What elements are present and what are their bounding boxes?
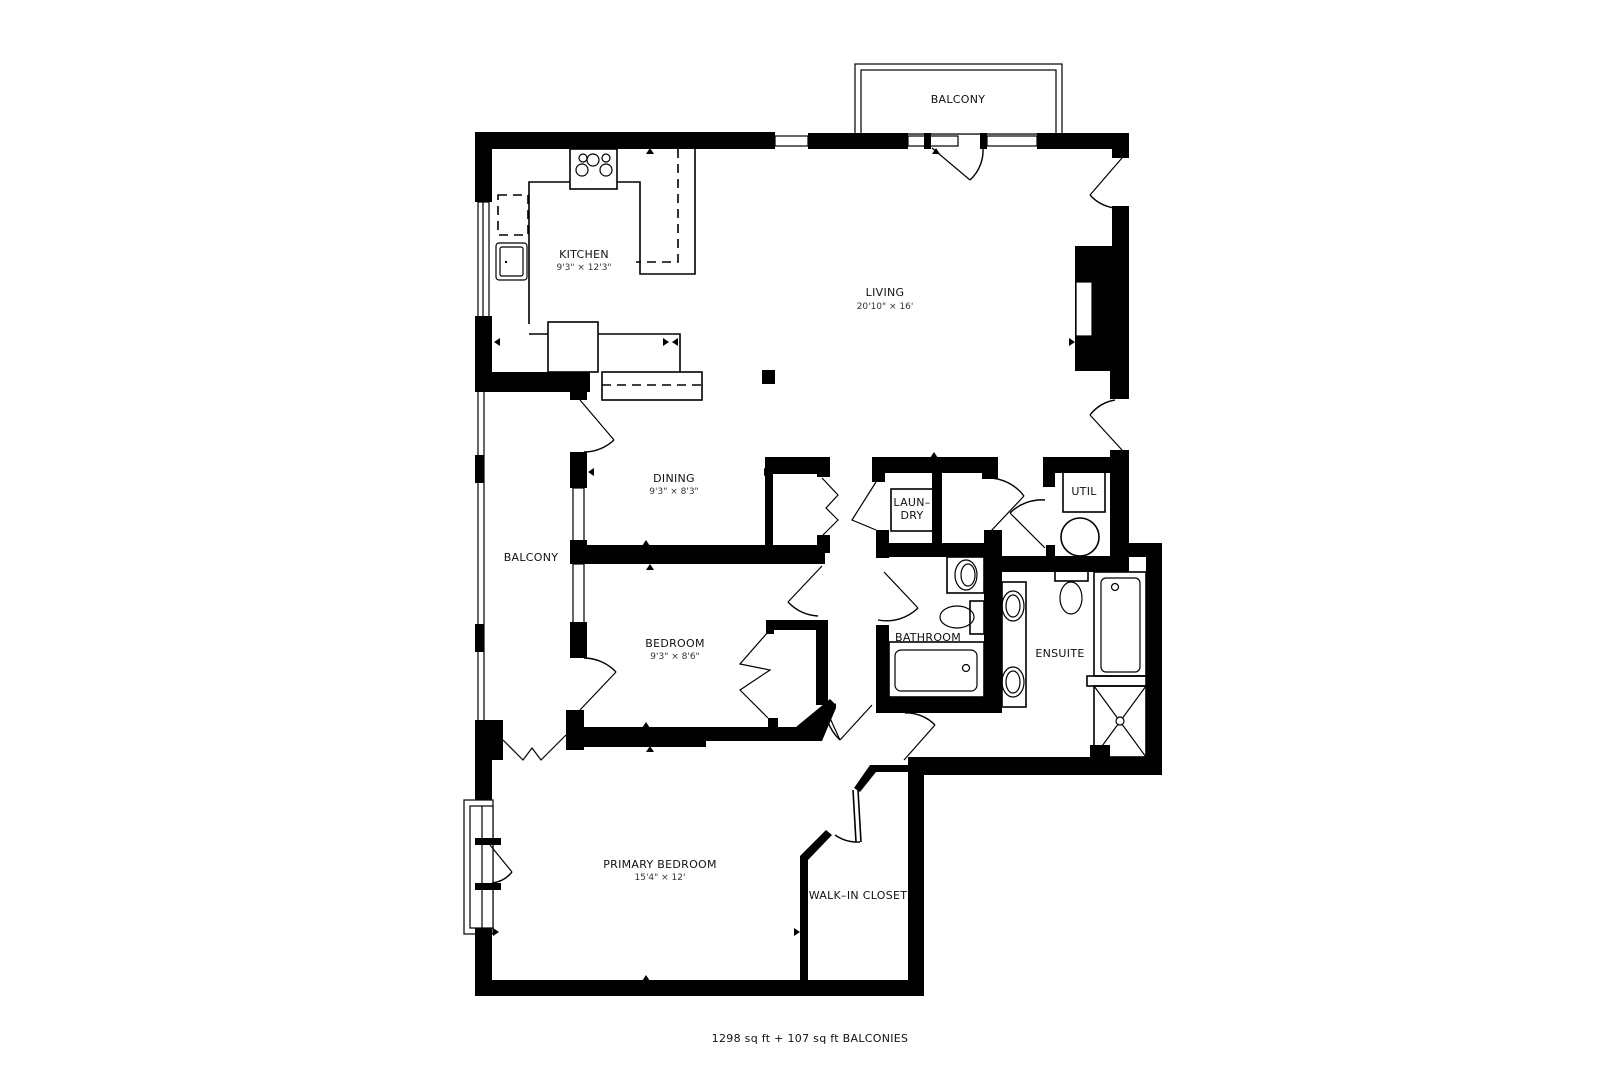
util-box-icon xyxy=(1062,471,1106,513)
sink-icon xyxy=(495,242,528,281)
label-primary-bedroom: PRIMARY BEDROOM xyxy=(603,858,717,871)
dims-living: 20'10" × 16' xyxy=(857,302,914,312)
label-util: UTIL xyxy=(1071,485,1097,498)
bathtub-icon xyxy=(1100,577,1141,673)
dimension-markers xyxy=(493,148,1075,981)
label-living: LIVING xyxy=(866,286,905,299)
label-balcony-side: BALCONY xyxy=(504,551,559,564)
dims-dining: 9'3" × 8'3" xyxy=(649,487,698,497)
laundry-machine-icon xyxy=(890,488,934,532)
label-dining: DINING xyxy=(653,472,695,485)
doors xyxy=(489,147,1123,884)
label-ensuite: ENSUITE xyxy=(1035,647,1084,660)
toilet-icon xyxy=(1059,581,1083,615)
dims-kitchen: 9'3" × 12'3" xyxy=(556,263,611,273)
label-bedroom: BEDROOM xyxy=(645,637,705,650)
label-balcony-top: BALCONY xyxy=(931,93,986,106)
dims-primary-bedroom: 15'4" × 12' xyxy=(635,873,686,883)
toilet-icon xyxy=(939,605,975,629)
fixtures xyxy=(495,148,1147,758)
bathtub-icon xyxy=(894,649,978,692)
dims-bedroom: 9'3" × 8'6" xyxy=(650,652,699,662)
label-walk-in-closet: WALK–IN CLOSET xyxy=(809,889,908,902)
walls xyxy=(463,132,1162,996)
label-bathroom: BATHROOM xyxy=(895,631,961,644)
shower-icon xyxy=(1093,685,1147,758)
label-kitchen: KITCHEN xyxy=(559,248,609,261)
balcony-top xyxy=(854,63,1063,135)
area-summary: 1298 sq ft + 107 sq ft BALCONIES xyxy=(711,1032,909,1045)
water-heater-icon xyxy=(1060,517,1100,557)
stove-icon xyxy=(569,148,618,190)
label-laundry-line1: LAUN– xyxy=(893,496,930,509)
label-laundry-line2: DRY xyxy=(900,509,923,522)
